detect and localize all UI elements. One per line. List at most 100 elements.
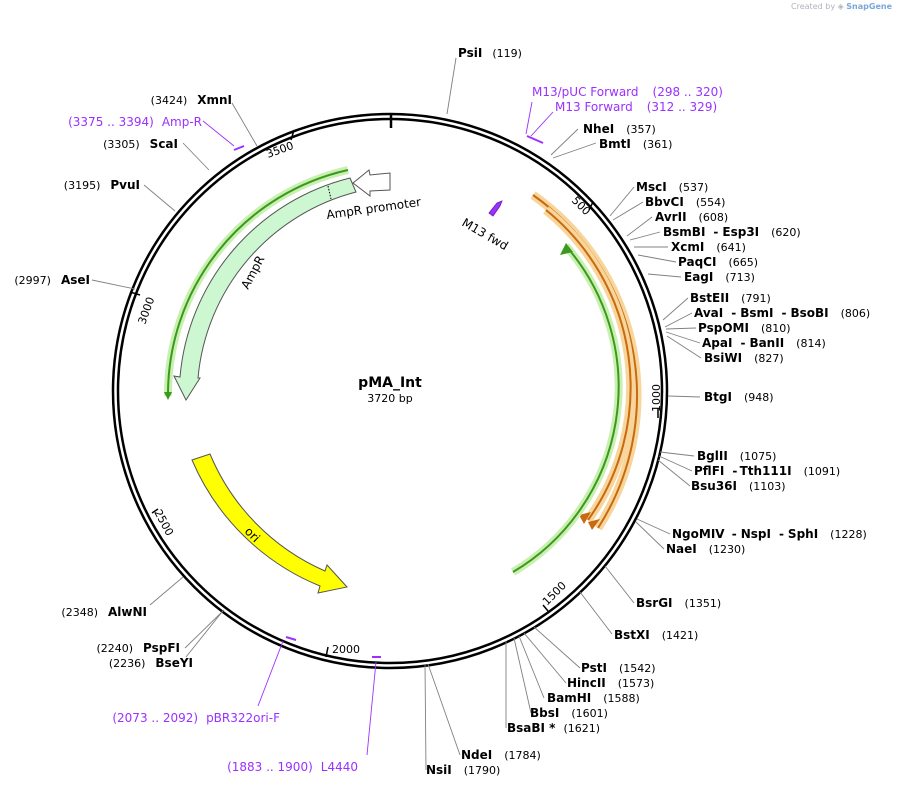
orf-green-arrowhead bbox=[560, 243, 573, 255]
leader-nae bbox=[635, 521, 665, 550]
site-bmt[interactable]: BmtI(361) bbox=[599, 137, 672, 151]
site-pos: (806) bbox=[841, 307, 871, 320]
ampr-promoter-boundary bbox=[327, 185, 332, 200]
site-xcm[interactable]: XcmI(641) bbox=[671, 240, 746, 254]
ori-feature[interactable]: ori bbox=[191, 453, 348, 594]
pbr-primer-mark bbox=[285, 636, 297, 641]
site-pos: (1091) bbox=[804, 465, 841, 478]
m13fwd-feature[interactable]: M13 fwd bbox=[460, 200, 511, 253]
site-name: BseYI bbox=[155, 656, 193, 670]
orf-arcs[interactable] bbox=[510, 191, 642, 576]
site-eag[interactable]: EagI(713) bbox=[684, 270, 755, 284]
site-bsmbi[interactable]: BsmBI-Esp3I(620) bbox=[663, 225, 801, 239]
site-msc[interactable]: MscI(537) bbox=[636, 180, 708, 194]
site-name: BstEII bbox=[690, 291, 729, 305]
site-pos: (608) bbox=[699, 211, 729, 224]
site-sca[interactable]: (3305)ScaI bbox=[103, 137, 178, 151]
site-name: EagI bbox=[684, 270, 713, 284]
site-name: PspOMI bbox=[698, 321, 749, 335]
leader-btg bbox=[667, 395, 701, 398]
primer-name: M13 Forward bbox=[555, 100, 633, 114]
site-psi[interactable]: PsiI(119) bbox=[458, 46, 522, 60]
site-xmn[interactable]: (3424)XmnI bbox=[151, 93, 232, 107]
primer-labels[interactable]: M13/pUC Forward(298 .. 320) M13 Forward (… bbox=[68, 85, 723, 774]
site-ase[interactable]: (2997)AseI bbox=[14, 273, 90, 287]
primer-ampr[interactable]: (3375 .. 3394)Amp-R bbox=[68, 115, 202, 129]
site-pvu[interactable]: (3195)PvuI bbox=[64, 178, 140, 192]
site-pos: (1588) bbox=[603, 692, 640, 705]
leader-pspf bbox=[184, 609, 225, 649]
ampr-orf-line[interactable] bbox=[166, 169, 349, 397]
site-nae[interactable]: NaeI(1230) bbox=[666, 542, 745, 556]
site-hinc[interactable]: HincII(1573) bbox=[567, 676, 654, 690]
site-pos: (1542) bbox=[619, 662, 656, 675]
site-labels[interactable]: PsiI(119) NheI(357) BmtI(361) MscI(537) … bbox=[426, 46, 870, 777]
primer-range: (1883 .. 1900) bbox=[227, 760, 313, 774]
site-name-3: BsoBI bbox=[790, 306, 828, 320]
site-name: PvuI bbox=[110, 178, 140, 192]
site-name-2: Tth111I bbox=[740, 464, 792, 478]
site-bbs[interactable]: BbsI(1601) bbox=[530, 706, 608, 720]
site-pst[interactable]: PstI(1542) bbox=[581, 661, 656, 675]
ori-arrow[interactable] bbox=[191, 453, 348, 594]
ampr-orf-arc[interactable] bbox=[163, 166, 349, 400]
leader-pflf bbox=[658, 455, 693, 472]
site-name-2: NspI bbox=[741, 527, 771, 541]
site-bste[interactable]: BstEII(791) bbox=[690, 291, 771, 305]
primer-range: (312 .. 329) bbox=[647, 100, 717, 114]
site-nde[interactable]: NdeI(1784) bbox=[461, 748, 541, 762]
site-bstx[interactable]: BstXI(1421) bbox=[614, 628, 698, 642]
snapgene-credit: Created by ◈ SnapGene bbox=[791, 2, 892, 11]
site-bsrg[interactable]: BsrGI(1351) bbox=[636, 596, 721, 610]
leader-ava bbox=[664, 312, 693, 328]
site-pos: (2348) bbox=[61, 606, 98, 619]
site-btg[interactable]: BtgI(948) bbox=[704, 390, 774, 404]
site-name: BsiWI bbox=[704, 351, 742, 365]
backbone-outer bbox=[111, 112, 669, 670]
ampr-arrow[interactable] bbox=[173, 177, 357, 402]
site-pos: (814) bbox=[796, 337, 826, 350]
site-paq[interactable]: PaqCI(665) bbox=[678, 255, 758, 269]
leader-bsey bbox=[185, 611, 223, 658]
site-nhe[interactable]: NheI(357) bbox=[583, 122, 656, 136]
site-bbvc[interactable]: BbvCI(554) bbox=[645, 195, 725, 209]
leader-ngo bbox=[636, 518, 671, 535]
site-bsab[interactable]: BsaBI *(1621) bbox=[507, 721, 600, 735]
leader-m13f bbox=[530, 111, 554, 137]
site-name: PspFI bbox=[143, 641, 180, 655]
site-bsu[interactable]: Bsu36I(1103) bbox=[691, 479, 786, 493]
site-apa[interactable]: ApaI-BanII(814) bbox=[702, 336, 826, 350]
orf-orange-inner[interactable] bbox=[545, 209, 632, 521]
site-name: MscI bbox=[636, 180, 667, 194]
primer-pbr[interactable]: (2073 .. 2092)pBR322ori-F bbox=[112, 711, 280, 725]
site-pos: (119) bbox=[492, 47, 522, 60]
site-bsey[interactable]: (2236) BseYI bbox=[109, 656, 193, 670]
ampr-promoter-arrow[interactable] bbox=[352, 169, 391, 198]
site-ngo[interactable]: NgoMIV-NspI-SphI(1228) bbox=[672, 527, 867, 541]
credit-brand: SnapGene bbox=[846, 2, 892, 11]
site-pos: (1075) bbox=[740, 450, 777, 463]
site-psp[interactable]: PspOMI (810) bbox=[698, 321, 791, 335]
primer-m13f[interactable]: M13 Forward (312 .. 329) bbox=[555, 100, 717, 114]
site-avr[interactable]: AvrII(608) bbox=[655, 210, 728, 224]
site-nsi[interactable]: NsiI(1790) bbox=[426, 763, 500, 777]
m13fwd-arrow[interactable] bbox=[488, 200, 503, 217]
primer-l4440[interactable]: (1883 .. 1900)L4440 bbox=[227, 760, 358, 774]
site-pspf[interactable]: (2240)PspFI bbox=[96, 641, 180, 655]
primer-name: M13/pUC Forward bbox=[532, 85, 639, 99]
site-pos: (1421) bbox=[662, 629, 699, 642]
site-pflf[interactable]: PflFI-Tth111I(1091) bbox=[694, 464, 840, 478]
site-bam[interactable]: BamHI(1588) bbox=[547, 691, 640, 705]
site-alwn[interactable]: (2348)AlwNI bbox=[61, 605, 147, 619]
tick-label-1500: 1500 bbox=[540, 579, 569, 608]
site-bsiw[interactable]: BsiWI(827) bbox=[704, 351, 784, 365]
site-labels-left[interactable]: (2348)AlwNI (2240)PspFI (2236) BseYI (299… bbox=[14, 93, 232, 670]
site-pos: (361) bbox=[643, 138, 673, 151]
primer-m13puc[interactable]: M13/pUC Forward(298 .. 320) bbox=[532, 85, 723, 99]
site-ava[interactable]: AvaI-BsmI-BsoBI(806) bbox=[694, 306, 870, 320]
orf-green[interactable] bbox=[512, 245, 620, 573]
site-pos: (2236) bbox=[109, 657, 146, 670]
site-pos: (810) bbox=[761, 322, 791, 335]
site-bgl[interactable]: BglII(1075) bbox=[697, 449, 776, 463]
